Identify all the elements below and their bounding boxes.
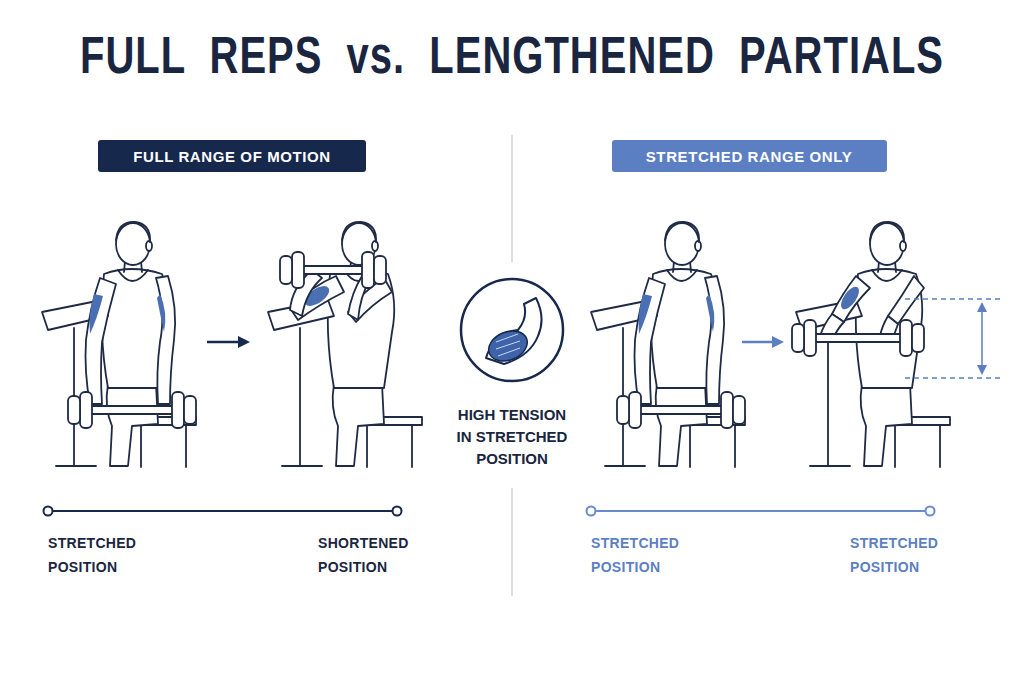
callout-text: HIGH TENSION IN STRETCHED POSITION — [451, 404, 573, 470]
position-label: STRETCHED POSITION — [591, 531, 703, 579]
motion-arrow-part — [207, 341, 240, 344]
circle-outline — [461, 279, 563, 381]
divider-part — [511, 135, 513, 262]
header-text: STRETCHED RANGE ONLY — [646, 148, 852, 165]
motion-arrow-part — [772, 336, 784, 348]
range-axis-part — [926, 507, 935, 516]
range-bracket — [905, 299, 1000, 378]
range-axis-part — [48, 510, 397, 512]
section-header: FULL RANGE OF MOTION — [98, 140, 366, 172]
muscle-fiber — [496, 341, 520, 349]
range-axis — [44, 507, 402, 516]
range-bracket-part — [977, 365, 987, 375]
callout-circle — [458, 276, 566, 384]
range-bracket-part — [981, 309, 983, 368]
position-label: STRETCHED POSITION — [850, 531, 962, 579]
bicep-icon — [484, 298, 541, 366]
motion-arrow — [742, 336, 784, 348]
bicep-muscle — [484, 326, 532, 367]
position-label: SHORTENED POSITION — [318, 531, 430, 579]
range-bracket-part — [977, 302, 987, 312]
range-axis-part — [393, 507, 402, 516]
muscle-fiber — [498, 348, 520, 356]
motion-arrow-part — [238, 336, 250, 348]
tension-callout: HIGH TENSION IN STRETCHED POSITION — [437, 276, 587, 470]
section-header: STRETCHED RANGE ONLY — [612, 140, 887, 172]
lifter-figure — [792, 222, 950, 467]
lifter-figure — [268, 222, 422, 467]
divider-part — [511, 488, 513, 596]
lifter-figure — [42, 222, 196, 467]
lifter-figure — [591, 222, 745, 467]
header-text: FULL RANGE OF MOTION — [133, 148, 331, 165]
range-bracket-part — [905, 298, 1000, 300]
range-axis-part — [591, 510, 930, 512]
position-label: STRETCHED POSITION — [48, 531, 160, 579]
motion-arrow — [207, 336, 250, 348]
title-area: FULL REPS vs. LENGTHENED PARTIALS — [0, 30, 1024, 80]
range-bracket-part — [905, 377, 1000, 379]
range-axis-part — [44, 507, 53, 516]
range-axis — [587, 507, 935, 516]
muscle-fiber — [496, 334, 518, 342]
motion-arrow-part — [742, 341, 774, 344]
diagram-title: FULL REPS vs. LENGTHENED PARTIALS — [80, 23, 944, 88]
range-axis-part — [587, 507, 596, 516]
